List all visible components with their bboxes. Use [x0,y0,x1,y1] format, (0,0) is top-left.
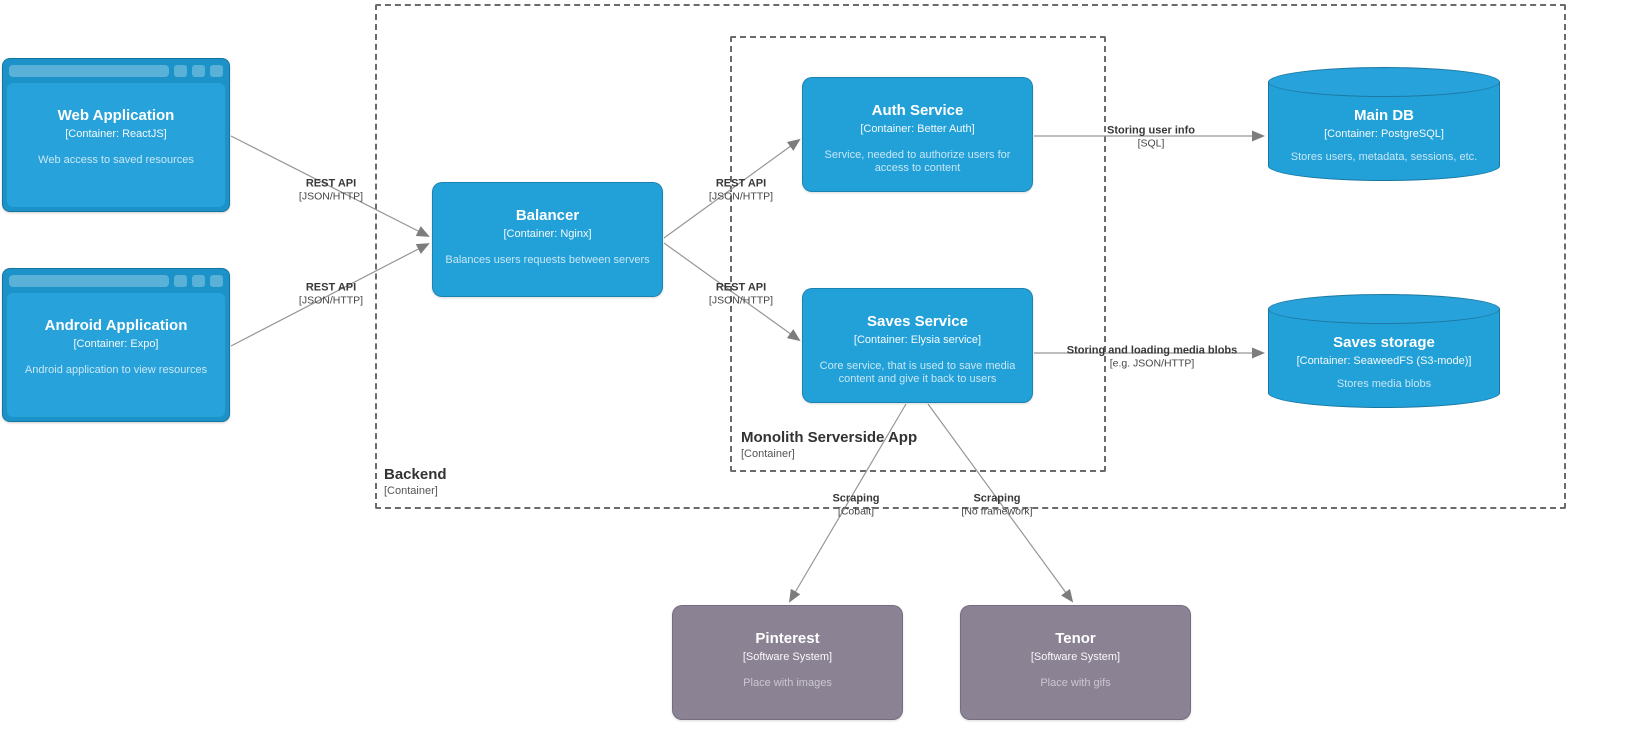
edge-name: REST API [305,177,357,190]
node-subtitle: [Container: SeaweedFS (S3-mode)] [1296,355,1472,367]
edge-tech: [SQL] [1137,137,1165,150]
edge-saves-to-pinterest [788,403,907,603]
node-title: Saves storage [1333,334,1435,351]
boundary-backend-label: Backend [Container] [384,466,447,497]
node-description: Android application to view resources [24,364,208,376]
node-subtitle: [Container: Elysia service] [853,334,982,346]
node-pinterest: Pinterest [Software System] Place with i… [672,605,903,720]
edge-label-saves-to-tenor: Scraping [No framework] [961,493,1032,518]
browser-content: Android Application [Container: Expo] An… [7,293,225,417]
node-title: Web Application [57,107,175,124]
node-subtitle: [Container: Better Auth] [860,123,975,135]
node-title: Tenor [1055,630,1096,647]
browser-address-bar [9,275,169,287]
edge-label-balancer-to-auth: REST API [JSON/HTTP] [709,178,773,203]
edge-label-auth-to-maindb: Storing user info [SQL] [1107,125,1195,150]
browser-address-bar [9,65,169,77]
node-subtitle: [Container: Expo] [73,338,159,350]
edge-name: Scraping [973,492,1021,505]
node-subtitle: [Container: ReactJS] [65,128,167,140]
edge-name: Scraping [832,492,880,505]
node-subtitle: [Container: PostgreSQL] [1324,128,1444,140]
edge-label-balancer-to-saves: REST API [JSON/HTTP] [709,282,773,307]
browser-button-icon [192,65,205,77]
node-title: Android Application [44,317,188,334]
edge-web-to-balancer [230,135,430,237]
node-subtitle: [Container: Nginx] [503,228,592,240]
node-android-application: Android Application [Container: Expo] An… [2,268,230,422]
edge-label-web-to-balancer: REST API [JSON/HTTP] [299,178,363,203]
edge-tech: [No framework] [961,505,1033,518]
edge-name: REST API [715,281,767,294]
node-description: Place with gifs [1040,677,1111,689]
cylinder-top [1268,67,1500,97]
node-saves-service: Saves Service [Container: Elysia service… [802,288,1033,403]
edge-label-saves-to-storage: Storing and loading media blobs [e.g. JS… [1067,345,1238,370]
node-title: Saves Service [867,313,968,330]
node-web-application: Web Application [Container: ReactJS] Web… [2,58,230,212]
edge-label-saves-to-pinterest: Scraping [Cobalt] [832,493,879,518]
edge-label-android-to-balancer: REST API [JSON/HTTP] [299,282,363,307]
node-saves-storage: Saves storage [Container: SeaweedFS (S3-… [1268,294,1500,408]
browser-content: Web Application [Container: ReactJS] Web… [7,83,225,207]
browser-button-icon [210,65,223,77]
edge-balancer-to-saves [663,242,801,342]
edge-name: Storing user info [1107,124,1195,137]
edge-name: REST API [715,177,767,190]
node-title: Main DB [1354,107,1414,124]
boundary-title: Monolith Serverside App [741,429,918,446]
browser-chrome [7,63,225,79]
node-subtitle: [Software System] [742,651,833,663]
boundary-monolith-label: Monolith Serverside App [Container] [741,429,917,460]
edge-android-to-balancer [230,243,430,347]
edge-tech: [JSON/HTTP] [298,190,364,203]
browser-button-icon [174,65,187,77]
node-tenor: Tenor [Software System] Place with gifs [960,605,1191,720]
edge-tech: [JSON/HTTP] [708,190,774,203]
node-main-db: Main DB [Container: PostgreSQL] Stores u… [1268,67,1500,181]
boundary-monolith [730,36,1106,472]
node-description: Stores media blobs [1336,378,1432,390]
node-description: Place with images [743,677,832,689]
node-subtitle: [Software System] [1030,651,1121,663]
boundary-backend [375,4,1566,509]
cylinder-top [1268,294,1500,324]
node-description: Service, needed to authorize users for a… [824,149,1011,174]
node-description: Balances users requests between servers [445,254,650,266]
node-balancer: Balancer [Container: Nginx] Balances use… [432,182,663,297]
node-title: Auth Service [871,102,964,119]
node-title: Pinterest [755,630,820,647]
browser-button-icon [174,275,187,287]
browser-button-icon [210,275,223,287]
node-description: Core service, that is used to save media… [819,360,1016,385]
edge-saves-to-tenor [927,403,1074,603]
node-auth-service: Auth Service [Container: Better Auth] Se… [802,77,1033,192]
edge-tech: [JSON/HTTP] [708,294,774,307]
edge-name: Storing and loading media blobs [1066,344,1238,357]
edge-tech: [JSON/HTTP] [298,294,364,307]
boundary-type: [Container] [384,485,438,497]
boundary-type: [Container] [741,448,795,460]
edge-tech: [e.g. JSON/HTTP] [1109,357,1195,370]
browser-chrome [7,273,225,289]
node-description: Stores users, metadata, sessions, etc. [1290,151,1478,163]
edge-tech: [Cobalt] [837,505,875,518]
node-description: Web access to saved resources [38,154,194,166]
cylinder-body [1268,82,1500,181]
browser-button-icon [192,275,205,287]
edge-name: REST API [305,281,357,294]
cylinder-body [1268,309,1500,408]
boundary-title: Backend [384,466,447,483]
edge-balancer-to-auth [663,138,801,239]
node-title: Balancer [515,207,580,224]
